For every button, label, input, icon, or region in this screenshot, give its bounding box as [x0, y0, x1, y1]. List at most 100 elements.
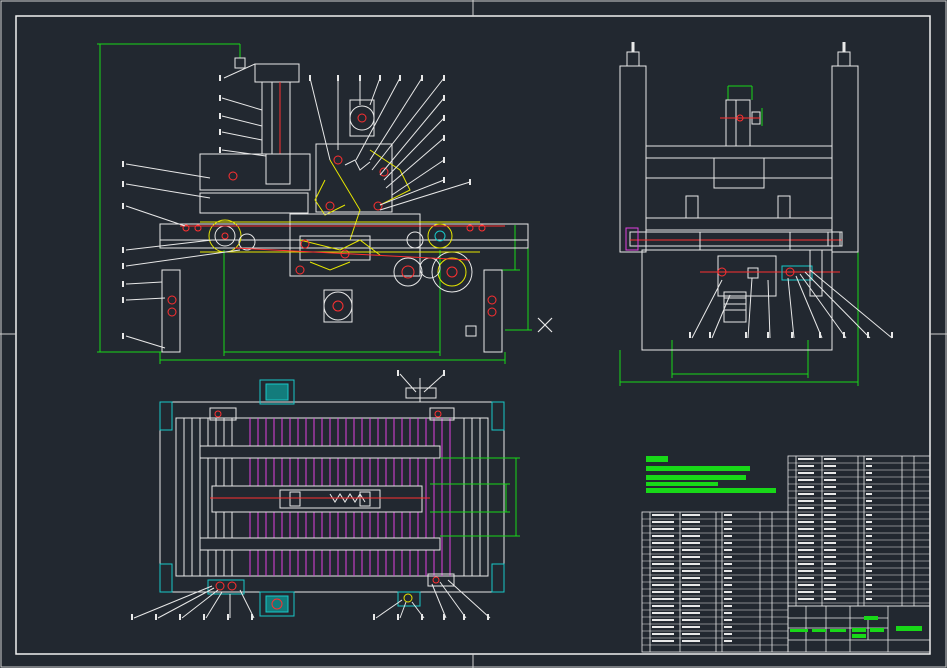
table-cell-text-mark	[652, 619, 674, 621]
table-cell-text-mark	[724, 549, 732, 551]
table-cell-text-mark	[798, 528, 814, 530]
table-cell-text-mark	[824, 563, 836, 565]
table-cell-text-mark	[866, 577, 872, 579]
table-cell-text-mark	[798, 570, 814, 572]
side-view-dimensions	[619, 85, 859, 386]
title-block-marks	[790, 616, 922, 638]
table-cell-text-mark	[798, 514, 814, 516]
table-cell-text-mark	[724, 619, 732, 621]
table-cell-text-mark	[652, 514, 674, 516]
table-cell-text-mark	[824, 458, 836, 460]
table-cell-text-mark	[798, 465, 814, 467]
table-cell-text-mark	[824, 584, 836, 586]
table-cell-text-mark	[652, 605, 674, 607]
table-cell-text-mark	[724, 640, 732, 642]
front-view-balloons	[122, 75, 471, 339]
table-cell-text-mark	[724, 598, 732, 600]
table-cell-text-mark	[682, 542, 700, 544]
table-cell-text-mark	[724, 521, 732, 523]
table-cell-text-mark	[682, 584, 700, 586]
table-cell-text-mark	[866, 570, 872, 572]
table-cell-text-mark	[652, 549, 674, 551]
table-cell-text-mark	[824, 598, 836, 600]
table-cell-text-mark	[866, 584, 872, 586]
table-cell-text-mark	[798, 521, 814, 523]
table-cell-text-mark	[652, 542, 674, 544]
table-cell-text-mark	[724, 577, 732, 579]
table-cell-text-mark	[866, 465, 872, 467]
table-cell-text-mark	[682, 563, 700, 565]
table-cell-text-mark	[682, 612, 700, 614]
table-cell-text-mark	[798, 486, 814, 488]
table-cell-text-mark	[866, 486, 872, 488]
table-cell-text-mark	[798, 563, 814, 565]
table-cell-text-mark	[724, 570, 732, 572]
table-cell-text-mark	[824, 591, 836, 593]
table-cell-text-mark	[652, 570, 674, 572]
table-cell-text-mark	[798, 584, 814, 586]
table-cell-text-mark	[682, 591, 700, 593]
table-cell-text-mark	[824, 472, 836, 474]
table-cell-text-mark	[824, 479, 836, 481]
table-cell-text-mark	[798, 493, 814, 495]
table-cell-text-mark	[866, 507, 872, 509]
table-cell-text-mark	[682, 633, 700, 635]
table-cell-text-mark	[866, 458, 872, 460]
table-cell-text-mark	[682, 640, 700, 642]
table-cell-text-mark	[824, 521, 836, 523]
table-cell-text-mark	[724, 563, 732, 565]
table-cell-text-mark	[652, 612, 674, 614]
table-cell-text-mark	[866, 598, 872, 600]
table-cell-text-mark	[682, 535, 700, 537]
table-cell-text-mark	[798, 472, 814, 474]
side-view-leaders	[691, 269, 893, 339]
table-cell-text-mark	[824, 528, 836, 530]
table-cell-text-mark	[724, 612, 732, 614]
table-cell-text-mark	[652, 521, 674, 523]
table-cell-text-mark	[866, 563, 872, 565]
table-cell-text-mark	[798, 598, 814, 600]
table-cell-text-mark	[724, 633, 732, 635]
parts-list-rows	[642, 462, 930, 646]
table-cell-text-mark	[798, 591, 814, 593]
table-cell-text-mark	[682, 556, 700, 558]
top-view-leaders	[133, 373, 491, 619]
table-cell-text-mark	[866, 549, 872, 551]
table-cell-text-mark	[724, 528, 732, 530]
table-cell-text-mark	[724, 514, 732, 516]
table-cell-text-mark	[866, 500, 872, 502]
table-cell-text-mark	[866, 528, 872, 530]
technical-requirements-note	[646, 456, 776, 493]
table-cell-text-mark	[682, 619, 700, 621]
table-cell-text-mark	[798, 507, 814, 509]
table-cell-text-mark	[682, 605, 700, 607]
close-icon[interactable]	[537, 317, 553, 333]
table-cell-text-mark	[682, 514, 700, 516]
parts-list-table	[641, 455, 931, 653]
table-cell-text-mark	[798, 549, 814, 551]
table-cell-text-mark	[652, 528, 674, 530]
table-cell-text-mark	[824, 465, 836, 467]
table-cell-text-mark	[652, 591, 674, 593]
table-cell-text-mark	[824, 542, 836, 544]
table-cell-text-mark	[682, 549, 700, 551]
table-cell-text-mark	[798, 577, 814, 579]
table-cell-text-mark	[866, 514, 872, 516]
table-cell-text-mark	[798, 479, 814, 481]
table-cell-text-mark	[724, 591, 732, 593]
table-cell-text-mark	[866, 542, 872, 544]
table-cell-text-mark	[866, 479, 872, 481]
table-cell-text-mark	[824, 493, 836, 495]
table-cell-text-mark	[866, 591, 872, 593]
table-cell-text-mark	[682, 521, 700, 523]
table-cell-text-mark	[824, 577, 836, 579]
table-cell-text-mark	[824, 570, 836, 572]
table-cell-text-mark	[682, 528, 700, 530]
table-cell-text-mark	[724, 605, 732, 607]
table-cell-text-mark	[724, 626, 732, 628]
table-cell-text-mark	[724, 535, 732, 537]
table-cell-text-mark	[652, 535, 674, 537]
